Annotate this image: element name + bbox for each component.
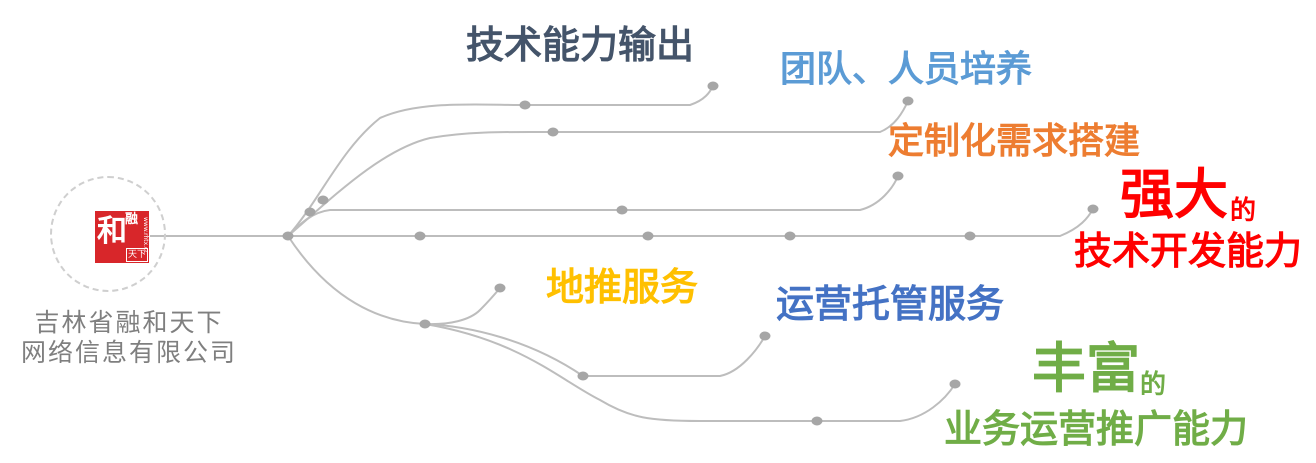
label-tech-output: 技术能力输出 xyxy=(466,23,695,67)
branch-node xyxy=(892,171,904,181)
branch-node xyxy=(282,231,294,241)
label-rich-big: 丰富 xyxy=(1032,337,1140,400)
label-strong-de: 的 xyxy=(1230,196,1257,226)
branch-node xyxy=(811,416,823,426)
branch-node xyxy=(1087,204,1099,214)
label-team-training: 团队、人员培养 xyxy=(780,49,1033,90)
branch-node xyxy=(547,127,559,137)
logo-site: www.rhtx.cc xyxy=(142,217,149,254)
branch-ground-push xyxy=(287,235,501,326)
logo-ring xyxy=(50,176,166,292)
branch-node xyxy=(964,231,976,241)
label-rich-sub: 业务运营推广能力 xyxy=(944,407,1249,451)
branch-node xyxy=(616,205,628,215)
company-name-line1: 吉林省融和天下 xyxy=(34,308,224,337)
logo-main-char: 和 xyxy=(97,214,127,249)
branch-node xyxy=(642,231,654,241)
branch-node xyxy=(304,207,316,217)
company-name-line2: 网络信息有限公司 xyxy=(20,338,237,367)
logo-small-char: 融 xyxy=(125,212,139,227)
branch-ops-hosting xyxy=(424,323,766,377)
logo-tag: 天下 xyxy=(126,248,148,262)
branch-tech-output xyxy=(287,85,714,237)
branch-node xyxy=(494,283,506,293)
branch-custom-build xyxy=(287,175,899,237)
branch-node xyxy=(707,81,719,91)
branch-rich xyxy=(424,323,956,422)
branch-node xyxy=(419,319,431,329)
branch-node xyxy=(902,96,914,106)
branch-node xyxy=(759,331,771,341)
label-rich-de: 的 xyxy=(1140,370,1167,400)
label-ground-push: 地推服务 xyxy=(546,265,699,309)
branch-node xyxy=(949,379,961,389)
branch-node xyxy=(414,231,426,241)
branch-node xyxy=(784,231,796,241)
branch-node xyxy=(317,195,329,205)
branch-team-training xyxy=(287,100,909,237)
company-logo: 和 融 天下 www.rhtx.cc xyxy=(95,211,149,263)
label-strong-sub: 技术开发能力 xyxy=(1074,229,1303,273)
branch-node xyxy=(577,371,589,381)
branch-node xyxy=(519,100,531,110)
label-custom-build: 定制化需求搭建 xyxy=(888,121,1141,162)
label-strong-big: 强大 xyxy=(1120,163,1228,226)
label-ops-hosting: 运营托管服务 xyxy=(776,282,1005,326)
